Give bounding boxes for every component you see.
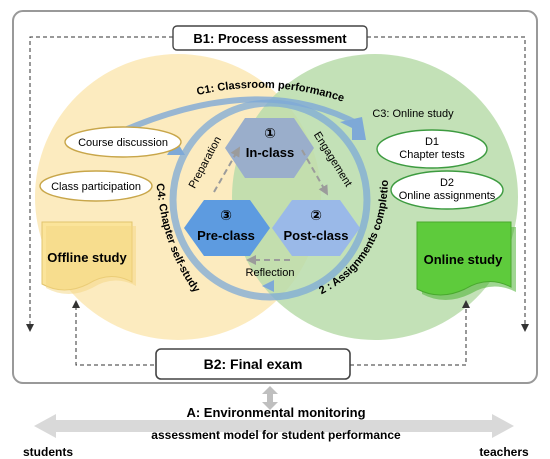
d1-code: D1 bbox=[425, 136, 439, 148]
model-label: assessment model for student performance bbox=[151, 428, 401, 442]
env-monitoring-label: A: Environmental monitoring bbox=[186, 405, 365, 420]
in-class-number: ① bbox=[264, 125, 276, 141]
in-class-label: In-class bbox=[246, 145, 294, 160]
process-assessment-box bbox=[172, 25, 368, 51]
cycle-arrowhead-bottom bbox=[262, 280, 274, 292]
classroom-arc bbox=[116, 96, 362, 136]
course-discussion-pill bbox=[64, 126, 182, 158]
process-assessment-label: B1: Process assessment bbox=[193, 31, 347, 46]
students-label: students bbox=[23, 445, 73, 459]
d1-label: Chapter tests bbox=[399, 149, 465, 161]
process-assessment-line-right bbox=[367, 36, 529, 332]
post-class-number: ② bbox=[310, 207, 322, 223]
final-exam-line-right bbox=[350, 300, 470, 366]
env-vertical-arrow bbox=[262, 386, 278, 410]
process-assessment-line-left bbox=[26, 36, 173, 332]
online-note-label: Online study bbox=[424, 252, 504, 267]
preparation-arrow bbox=[213, 146, 240, 193]
online-study-label: C3: Online study bbox=[372, 108, 454, 120]
teachers-label: teachers bbox=[479, 445, 529, 459]
d2-label: Online assignments bbox=[399, 190, 496, 202]
hex-post-class bbox=[272, 200, 360, 256]
chapter-tests-pill bbox=[376, 129, 488, 169]
reflection-label: Reflection bbox=[246, 267, 295, 279]
cycle-ring bbox=[169, 99, 371, 301]
hex-pre-class bbox=[184, 200, 270, 256]
final-exam-label: B2: Final exam bbox=[204, 356, 303, 372]
d2-code: D2 bbox=[440, 177, 454, 189]
offline-note-shadow bbox=[46, 226, 136, 294]
post-class-label: Post-class bbox=[283, 228, 348, 243]
pre-class-number: ③ bbox=[220, 207, 232, 223]
offline-note-label: Offline study bbox=[47, 250, 127, 265]
class-participation-pill bbox=[39, 170, 153, 202]
class-participation-label: Class participation bbox=[51, 181, 141, 193]
course-discussion-label: Course discussion bbox=[78, 137, 168, 149]
engagement-arrow bbox=[301, 149, 328, 196]
online-assignments-pill bbox=[390, 170, 504, 210]
final-exam-box bbox=[155, 348, 351, 380]
hex-in-class bbox=[225, 118, 314, 178]
students-teachers-arrow bbox=[34, 414, 514, 438]
online-study-note bbox=[416, 221, 512, 296]
pre-class-label: Pre-class bbox=[197, 228, 255, 243]
